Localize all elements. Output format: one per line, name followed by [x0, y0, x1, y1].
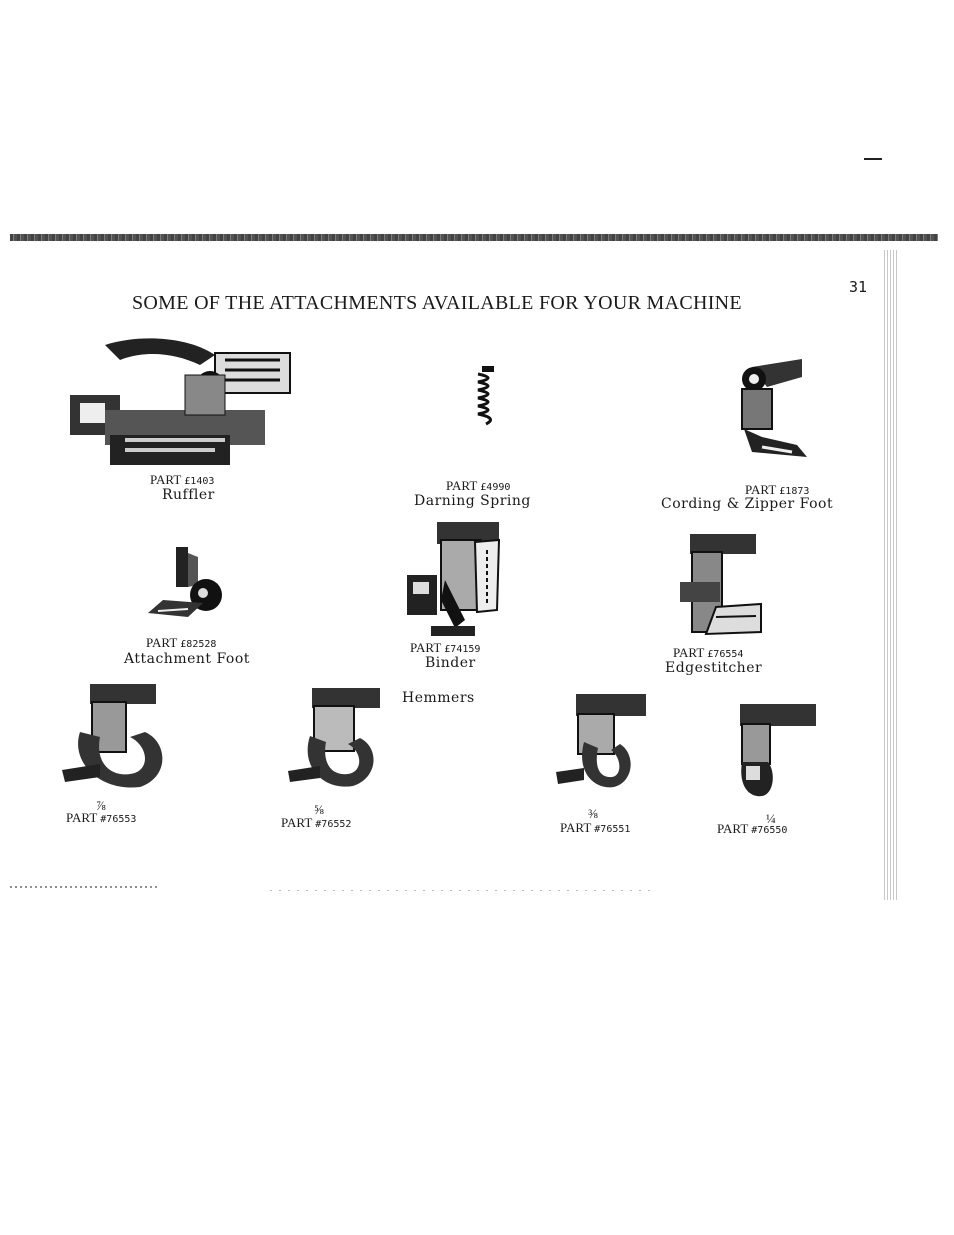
hemmer-7-8-illustration	[62, 684, 163, 788]
scan-artifact	[270, 890, 650, 891]
page-heading: SOME OF THE ATTACHMENTS AVAILABLE FOR YO…	[132, 292, 742, 314]
darning-spring-illustration	[477, 366, 494, 426]
darning-spring-label: Darning Spring	[414, 493, 531, 509]
ruffler-illustration	[70, 338, 291, 465]
attachment-foot-illustration	[148, 547, 222, 617]
edgestitcher-label: Edgestitcher	[665, 660, 763, 676]
hemmer-3-8-illustration	[556, 694, 646, 788]
edgestitcher-illustration	[680, 534, 762, 636]
binder-illustration	[407, 522, 501, 636]
hemmer-1-4-illustration	[740, 704, 816, 797]
page-number: 31	[849, 278, 868, 296]
hemmer-1-4-part-number: PART #76550	[717, 821, 788, 836]
cording-zipper-part-number: PART £1873	[745, 482, 810, 497]
cording-zipper-label: Cording & Zipper Foot	[661, 496, 834, 512]
ruffler-part-number: PART £1403	[150, 472, 215, 487]
hemmer-7-8-size: ⅞	[96, 798, 106, 813]
hemmer-7-8-part-number: PART #76553	[66, 810, 137, 825]
attachment-foot-part-number: PART £82528	[146, 635, 217, 650]
hemmers-label: Hemmers	[402, 690, 475, 706]
edgestitcher-part-number: PART £76554	[673, 645, 744, 660]
hemmer-3-8-part-number: PART #76551	[560, 820, 631, 835]
darning-spring-part-number: PART £4990	[446, 478, 511, 493]
binder-part-number: PART £74159	[410, 640, 481, 655]
cording-zipper-foot-illustration	[741, 359, 807, 457]
ruffler-label: Ruffler	[162, 487, 215, 503]
binder-label: Binder	[425, 655, 476, 671]
top-border-rule	[10, 234, 938, 241]
attachment-foot-label: Attachment Foot	[124, 651, 250, 667]
margin-dash	[864, 158, 882, 160]
hemmer-5-8-illustration	[288, 688, 380, 787]
hemmer-1-4-size: ¼	[766, 811, 776, 826]
scan-artifact	[10, 886, 160, 888]
hemmer-5-8-size: ⅝	[314, 802, 324, 817]
right-border-rule	[884, 250, 898, 900]
hemmer-5-8-part-number: PART #76552	[281, 815, 352, 830]
hemmer-3-8-size: ⅜	[588, 806, 598, 821]
